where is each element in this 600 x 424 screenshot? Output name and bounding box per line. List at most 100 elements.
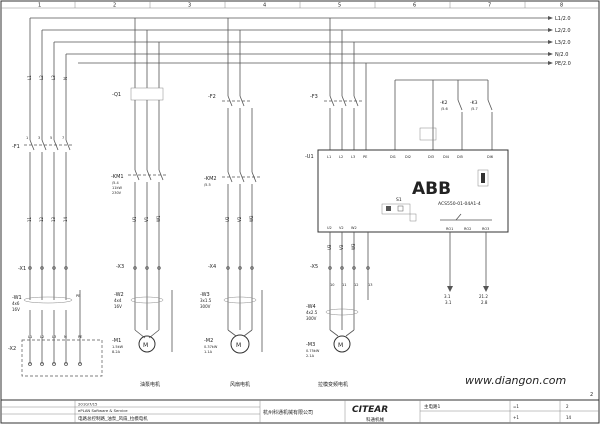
busbar-label-l2: L2/2.0 <box>555 28 571 34</box>
vfd-status-indicator <box>477 169 489 187</box>
svg-text:U2: U2 <box>225 216 230 222</box>
citear-logo: CITEAR <box>352 405 388 415</box>
vfd-model: ACS550-01-04A1-4 <box>438 201 481 207</box>
svg-text:/5.4: /5.4 <box>112 181 120 185</box>
vfd-motor-branch: U3 V3 W3 -X5 10 11 12 13 -W4 4x2.5 300V … <box>306 232 372 388</box>
sheet-number: 2 <box>590 392 593 398</box>
vfd-cable-tag: -W4 <box>306 304 316 310</box>
svg-text:1.5kW: 1.5kW <box>112 345 124 349</box>
svg-text:2.1A: 2.1A <box>306 354 315 358</box>
dip-switch-tag: S1 <box>396 197 402 203</box>
sheet-ref: =1 <box>513 404 519 409</box>
svg-text:16V: 16V <box>12 307 20 312</box>
svg-text:0.75kW: 0.75kW <box>306 349 320 353</box>
svg-text:DI5: DI5 <box>457 155 463 159</box>
fan-breaker-tag: -F2 <box>208 94 216 100</box>
svg-text:DI3: DI3 <box>428 155 434 159</box>
relay-cross-refs: 3.1 3.1 21.2 2.8 <box>444 232 489 305</box>
ruler-tick-6: 6 <box>413 3 416 9</box>
vfd-caption: 拉模变频电机 <box>318 381 348 388</box>
vfd-motor-tag: -M3 <box>306 342 315 348</box>
svg-text:13: 13 <box>368 283 372 287</box>
svg-text:3.1: 3.1 <box>444 294 451 299</box>
vfd-breaker-tag: -F3 <box>310 94 318 100</box>
ruler-tick-1: 1 <box>38 3 41 9</box>
vfd-unit: -U1 L1 L2 L3 PE DI1 DI2 DI3 DI4 DI5 DI6 … <box>305 149 509 233</box>
svg-text:RO3: RO3 <box>482 227 489 231</box>
svg-text:RO1: RO1 <box>446 227 453 231</box>
svg-text:4x6: 4x6 <box>12 301 20 306</box>
svg-text:V1: V1 <box>144 216 149 222</box>
pump-caption: 油泵电机 <box>140 381 160 388</box>
svg-text:N: N <box>64 335 67 339</box>
svg-text:V2: V2 <box>339 226 344 230</box>
svg-text:PE: PE <box>363 155 367 159</box>
svg-text:PE: PE <box>78 335 82 339</box>
svg-text:/5.7: /5.7 <box>471 107 478 111</box>
ruler-tick-8: 8 <box>560 3 563 9</box>
svg-text:11: 11 <box>342 283 346 287</box>
fan-caption: 风扇电机 <box>230 381 250 388</box>
svg-text:1.1A: 1.1A <box>204 350 213 354</box>
terminal-x1-tag: -X1 <box>18 266 26 272</box>
svg-text:11kW: 11kW <box>112 186 122 190</box>
fan-motor-symbol <box>230 334 250 354</box>
svg-text:230V: 230V <box>112 191 122 195</box>
ruler-tick-3: 3 <box>188 3 191 9</box>
plug-x2-outline <box>21 339 103 377</box>
svg-text:10: 10 <box>330 283 334 287</box>
svg-text:12: 12 <box>39 216 44 222</box>
svg-text:DI6: DI6 <box>487 155 493 159</box>
cable-bundle-w1 <box>23 296 73 304</box>
svg-text:3.1: 3.1 <box>445 300 452 305</box>
svg-text:16V: 16V <box>114 304 122 309</box>
ruler-tick-2: 2 <box>113 3 116 9</box>
svg-text:3x1.5: 3x1.5 <box>200 298 212 303</box>
project-name: 主电路1 <box>424 403 440 410</box>
drawing-title: 电路总控制路_油泵_风扇_拉模电机 <box>78 415 148 422</box>
svg-text:300V: 300V <box>306 316 317 321</box>
busbars: L1/2.0 L2/2.0 L3/2.0 N/2.0 PE/2.0 <box>30 16 571 67</box>
svg-text:W3: W3 <box>351 243 356 250</box>
svg-text:0.37kW: 0.37kW <box>204 345 218 349</box>
abb-logo: ABB <box>412 179 451 199</box>
vfd-tag: -U1 <box>305 154 314 160</box>
title-date: 2010/7/15 <box>78 402 98 407</box>
svg-text:2.8: 2.8 <box>481 300 488 305</box>
busbar-label-n: N/2.0 <box>555 52 568 58</box>
svg-text:4x4: 4x4 <box>114 298 122 303</box>
aux-contact-k3: -K3 <box>470 100 478 106</box>
plug-x2-tag: -X2 <box>8 346 16 352</box>
main-feed: L1 L2 L3 N -F1 1 3 5 7 11 12 13 14 -X1 -… <box>8 18 103 377</box>
svg-text:12: 12 <box>354 283 358 287</box>
svg-text:W2: W2 <box>249 215 254 222</box>
company-name: 杭州科通机械有限公司 <box>263 409 313 416</box>
svg-text:U1: U1 <box>132 216 137 222</box>
svg-text:W1: W1 <box>156 215 161 222</box>
pump-cable-tag: -W2 <box>114 292 124 298</box>
ruler-tick-4: 4 <box>263 3 266 9</box>
motor-cable-1-tag: -W1 <box>12 295 22 301</box>
pump-breaker-tag: -Q1 <box>112 92 121 98</box>
svg-text:11: 11 <box>27 216 32 222</box>
svg-text:M: M <box>143 342 148 349</box>
svg-text:L3: L3 <box>52 335 56 339</box>
drop-label-l1: L1 <box>27 75 32 80</box>
svg-text:21.2: 21.2 <box>479 294 488 299</box>
svg-text:V2: V2 <box>237 216 242 222</box>
svg-text:DI2: DI2 <box>405 155 411 159</box>
drop-label-l2: L2 <box>39 75 44 80</box>
svg-text:PE: PE <box>76 294 80 298</box>
aux-contact-k2: -K2 <box>440 100 448 106</box>
pump-breaker-body <box>130 87 164 101</box>
vfd-housing <box>317 149 509 233</box>
svg-text:U2: U2 <box>327 226 332 230</box>
svg-text:DI1: DI1 <box>390 155 396 159</box>
fan-contactor-tag: -KM2 <box>204 176 217 182</box>
svg-text:4x2.5: 4x2.5 <box>306 310 318 315</box>
main-breaker-tag: -F1 <box>12 144 20 150</box>
citear-logo-sub: 科通机械 <box>366 416 384 423</box>
svg-text:RO2: RO2 <box>464 227 471 231</box>
